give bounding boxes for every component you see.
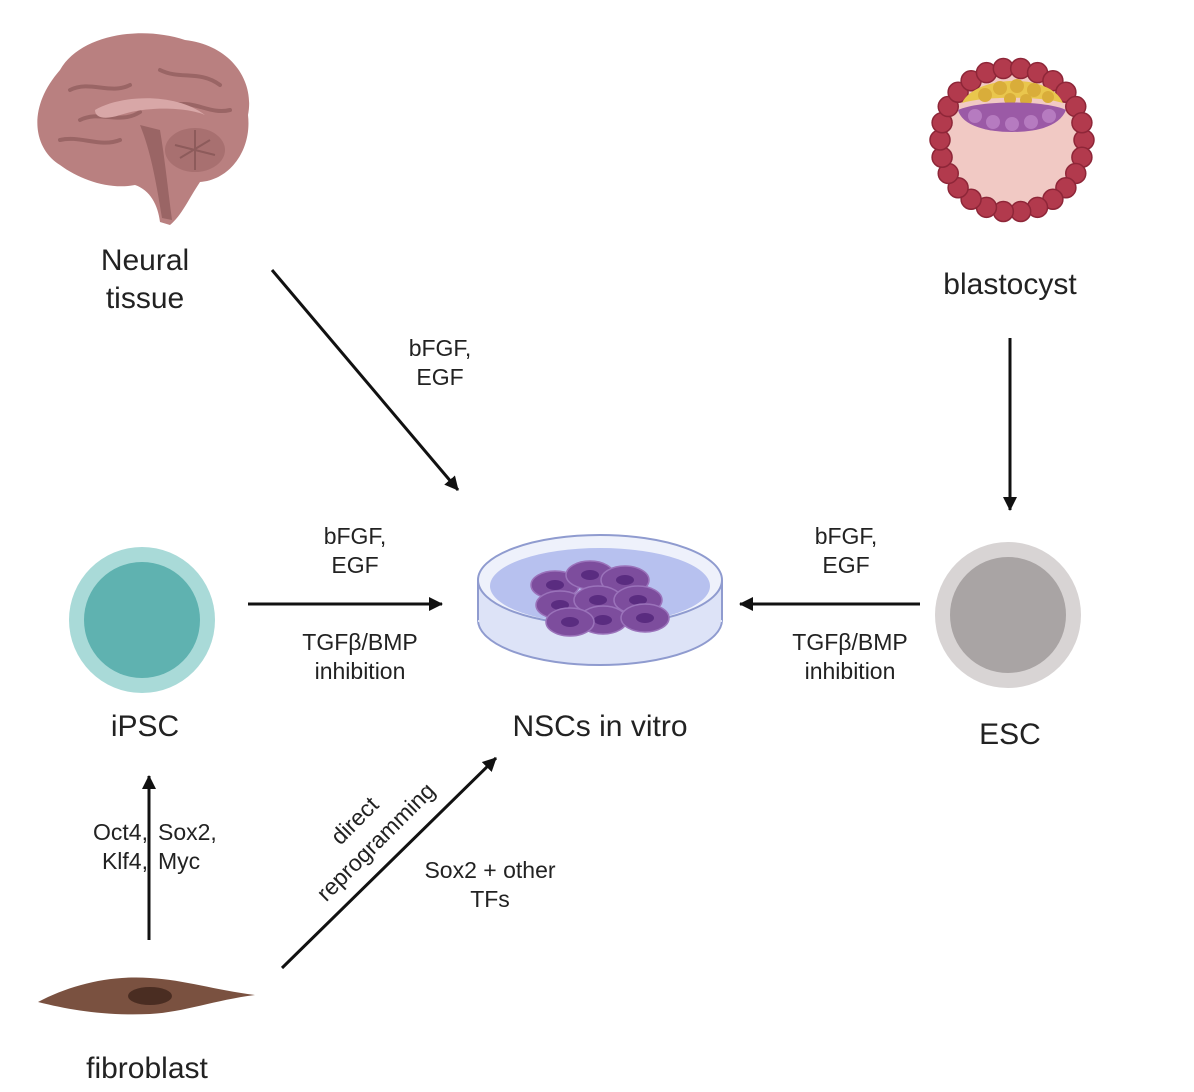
label-neural-factors: bFGF, EGF bbox=[380, 334, 500, 393]
nsc-nucleus bbox=[589, 595, 607, 605]
arrow-fibroblast-to-nsc bbox=[280, 756, 498, 970]
label-neural-line2: tissue bbox=[105, 282, 185, 316]
label-ipsc-factors: bFGF, EGF bbox=[295, 522, 415, 581]
label-blastocyst: blastocyst bbox=[943, 268, 1077, 301]
arrow-neural-to-nsc bbox=[270, 269, 460, 491]
yamanaka-sox2: Sox2, bbox=[158, 819, 217, 845]
label-esc-inhibition: TGFβ/BMP inhibition bbox=[770, 628, 930, 687]
neural-factor-1: bFGF, bbox=[408, 335, 472, 361]
trophoblast-cell bbox=[1071, 112, 1093, 134]
esc-factor-1: bFGF, bbox=[814, 523, 878, 549]
yamanaka-oct4: Oct4, bbox=[93, 819, 148, 845]
nsc-nucleus bbox=[581, 570, 599, 580]
label-esc: ESC bbox=[979, 718, 1041, 751]
label-yamanaka-right: Sox2, Myc bbox=[158, 818, 238, 877]
yamanaka-myc: Myc bbox=[158, 848, 201, 875]
blastocyst-icon bbox=[929, 57, 1095, 223]
nsc-cell-cluster bbox=[530, 560, 670, 637]
label-yamanaka-left: Oct4, Klf4, bbox=[68, 818, 148, 877]
label-neural-line1: Neural bbox=[100, 244, 190, 277]
brain-icon bbox=[37, 33, 250, 225]
label-esc-factors: bFGF, EGF bbox=[786, 522, 906, 581]
nsc-nucleus bbox=[594, 615, 612, 625]
yamanaka-klf4: Klf4, bbox=[101, 848, 148, 875]
nsc-nucleus bbox=[636, 613, 654, 623]
nsc-nucleus bbox=[561, 617, 579, 627]
label-ipsc: iPSC bbox=[110, 710, 180, 743]
ipsc-cell-icon bbox=[69, 547, 215, 693]
neural-factor-2: EGF bbox=[416, 364, 464, 391]
label-fibroblast: fibroblast bbox=[86, 1052, 208, 1085]
esc-inhibition-2: inhibition bbox=[804, 658, 896, 685]
nsc-nucleus bbox=[616, 575, 634, 585]
nsc-nucleus bbox=[546, 580, 564, 590]
label-nscs: NSCs in vitro bbox=[512, 710, 688, 743]
label-neural-tissue: Neural tissue bbox=[75, 242, 215, 319]
nsc-nucleus bbox=[551, 600, 569, 610]
esc-factor-2: EGF bbox=[822, 552, 870, 579]
esc-cell-icon bbox=[935, 542, 1081, 688]
ipsc-inhibition-1: TGFβ/BMP bbox=[302, 629, 418, 655]
nsc-nucleus bbox=[629, 595, 647, 605]
direct-tfs-1: Sox2 + other bbox=[424, 857, 556, 883]
label-direct-tfs: Sox2 + other TFs bbox=[400, 856, 580, 915]
fibroblast-icon bbox=[38, 977, 255, 1015]
label-ipsc-inhibition: TGFβ/BMP inhibition bbox=[280, 628, 440, 687]
direct-tfs-2: TFs bbox=[470, 886, 510, 913]
esc-inhibition-1: TGFβ/BMP bbox=[792, 629, 908, 655]
ipsc-factor-2: EGF bbox=[331, 552, 379, 579]
ipsc-inhibition-2: inhibition bbox=[314, 658, 406, 685]
ipsc-factor-1: bFGF, bbox=[323, 523, 387, 549]
petri-dish-icon bbox=[477, 534, 723, 666]
